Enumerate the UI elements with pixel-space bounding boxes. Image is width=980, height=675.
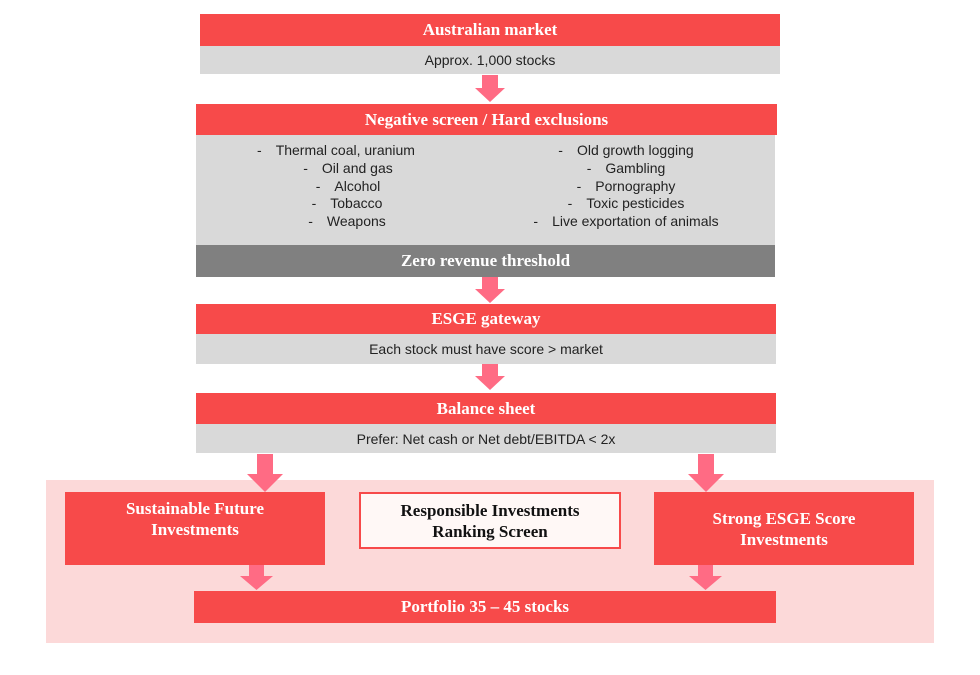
balance-sheet-title: Balance sheet: [436, 398, 536, 418]
exclusion-item: -Pornography: [576, 177, 676, 194]
exclusion-item: -Old growth logging: [558, 142, 694, 158]
exclusions-right-list: -Old growth logging -Gambling -Pornograp…: [506, 142, 756, 231]
exclusion-item: -Oil and gas: [303, 159, 393, 176]
esge-gateway-title: ESGE gateway: [431, 309, 541, 328]
esge-gateway-header: ESGE gateway: [196, 304, 776, 334]
balance-sheet-detail-text: Prefer: Net cash or Net debt/EBITDA < 2x: [356, 430, 616, 447]
down-arrow-icon: [474, 364, 506, 390]
strong-esge-text: Strong ESGE Score Investments: [712, 508, 856, 549]
sustainable-future-text: Sustainable Future Investments: [125, 499, 265, 539]
portfolio-text: Portfolio 35 – 45 stocks: [400, 597, 570, 616]
ranking-screen-box: Responsible Investments Ranking Screen: [359, 492, 621, 549]
exclusion-item: -Alcohol: [315, 177, 381, 194]
exclusion-item: -Gambling: [586, 159, 666, 176]
sustainable-future-box: Sustainable Future Investments: [65, 492, 325, 565]
ranking-screen-text: Responsible Investments Ranking Screen: [400, 500, 580, 541]
market-title: Australian market: [422, 20, 558, 39]
market-header: Australian market: [200, 14, 780, 46]
threshold-text: Zero revenue threshold: [400, 251, 571, 270]
esge-gateway-detail-text: Each stock must have score > market: [369, 341, 603, 357]
exclusions-left-list: -Thermal coal, uranium -Oil and gas -Alc…: [256, 142, 456, 231]
esge-gateway-detail: Each stock must have score > market: [196, 334, 776, 364]
down-arrow-icon: [240, 565, 273, 590]
exclusion-item: -Toxic pesticides: [567, 195, 685, 212]
portfolio-box: Portfolio 35 – 45 stocks: [194, 591, 776, 623]
negative-screen-header: Negative screen / Hard exclusions: [196, 104, 777, 135]
down-arrow-icon: [689, 565, 722, 590]
balance-sheet-header: Balance sheet: [196, 393, 776, 424]
exclusion-item: -Tobacco: [311, 195, 383, 212]
exclusion-item: -Thermal coal, uranium: [257, 142, 415, 158]
zero-revenue-threshold: Zero revenue threshold: [196, 245, 775, 277]
strong-esge-box: Strong ESGE Score Investments: [654, 492, 914, 565]
exclusion-item: -Weapons: [308, 213, 386, 230]
down-arrow-icon: [474, 277, 506, 303]
down-arrow-icon: [247, 454, 283, 492]
exclusions-panel: -Thermal coal, uranium -Oil and gas -Alc…: [196, 135, 775, 245]
down-arrow-icon: [474, 75, 506, 102]
exclusion-item: -Live exportation of animals: [533, 213, 719, 230]
balance-sheet-detail: Prefer: Net cash or Net debt/EBITDA < 2x: [196, 424, 776, 453]
down-arrow-icon: [688, 454, 724, 492]
negative-screen-title: Negative screen / Hard exclusions: [364, 109, 609, 129]
market-detail-text: Approx. 1,000 stocks: [424, 52, 556, 68]
market-detail: Approx. 1,000 stocks: [200, 46, 780, 74]
